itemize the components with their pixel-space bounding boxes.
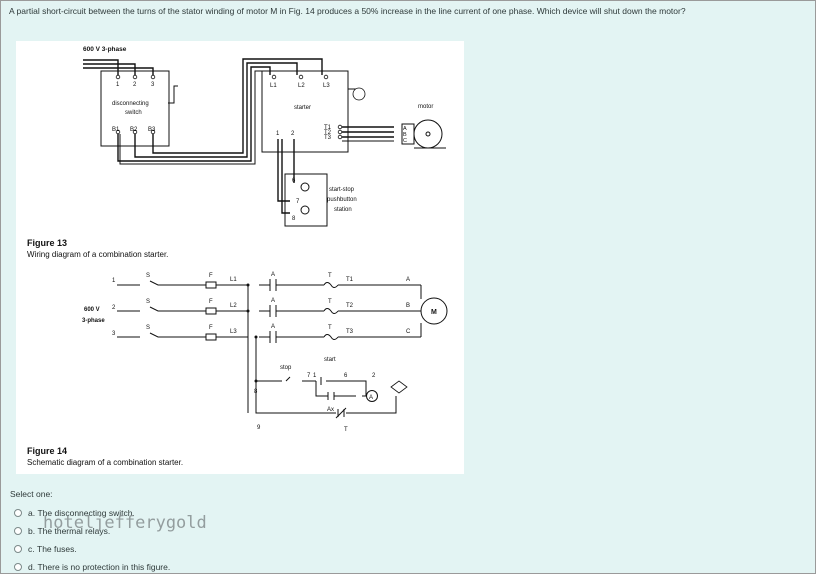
fig13-motor-lead-b: B bbox=[403, 132, 407, 138]
fig14-relay-symbol: A bbox=[369, 395, 373, 401]
fig13-station-6: 6 bbox=[292, 178, 296, 184]
fig14-supply-2: 3-phase bbox=[82, 318, 105, 324]
option-c-letter: c. bbox=[28, 544, 35, 554]
figure13-wiring bbox=[83, 58, 446, 227]
fig14-terminal-6: 6 bbox=[344, 373, 348, 379]
fig14-aux-contact: Ax bbox=[327, 407, 334, 413]
fig14-terminal-8: 8 bbox=[254, 389, 258, 395]
fig14-switch-1: S bbox=[146, 273, 150, 279]
option-c-text: The fuses. bbox=[37, 544, 77, 554]
fig14-overload-3: T bbox=[328, 325, 332, 331]
option-c[interactable]: c. The fuses. bbox=[10, 543, 410, 555]
fig14-line-2: 2 bbox=[112, 305, 116, 311]
watermark-text: hoteljefferygold bbox=[43, 513, 207, 533]
radio-b[interactable] bbox=[14, 527, 22, 535]
fig14-lead-b: B bbox=[406, 303, 410, 309]
radio-a[interactable] bbox=[14, 509, 22, 517]
fig14-terminal-9: 9 bbox=[257, 425, 261, 431]
fig13-station-8: 8 bbox=[292, 216, 296, 222]
fig13-input-l2: L2 bbox=[298, 83, 305, 89]
option-a[interactable]: a. The disconnecting switch. bbox=[10, 507, 410, 519]
fig14-l2: L2 bbox=[230, 303, 237, 309]
fig14-lead-a: A bbox=[406, 277, 410, 283]
option-a-letter: a. bbox=[28, 508, 36, 518]
option-b-letter: b. bbox=[28, 526, 36, 536]
fig14-line-1: 1 bbox=[112, 278, 116, 284]
question-text: A partial short-circuit between the turn… bbox=[9, 6, 686, 16]
fig14-terminal-1: 1 bbox=[313, 373, 317, 379]
fig13-station-label-3: station bbox=[334, 207, 352, 213]
figure13-title: Figure 13 bbox=[27, 238, 68, 248]
fig13-motor-label: motor bbox=[418, 104, 433, 110]
fig13-output-b1: B1 bbox=[112, 127, 120, 133]
fig13-output-t1: T1 bbox=[324, 125, 332, 131]
figure13-caption: Wiring diagram of a combination starter. bbox=[27, 250, 169, 259]
fig14-switch-3: S bbox=[146, 325, 150, 331]
fig14-terminal-2: 2 bbox=[372, 373, 376, 379]
option-b-text: The thermal relays. bbox=[37, 526, 111, 536]
option-d-letter: d. bbox=[28, 562, 36, 572]
fig13-output-b3: B3 bbox=[148, 127, 156, 133]
fig14-ol-contact: T bbox=[344, 427, 348, 433]
fig14-line-3: 3 bbox=[112, 331, 116, 337]
option-d-text: There is no protection in this figure. bbox=[37, 562, 171, 572]
fig13-output-t3: T3 bbox=[324, 135, 332, 141]
option-a-text: The disconnecting switch. bbox=[37, 508, 135, 518]
fig13-terminal-2: 2 bbox=[133, 82, 137, 88]
fig14-motor-symbol: M bbox=[431, 309, 437, 316]
fig13-motor-lead-a: A bbox=[403, 126, 407, 132]
fig14-fuse-3: F bbox=[209, 325, 213, 331]
fig14-contact-1: A bbox=[271, 272, 275, 278]
fig14-fuse-2: F bbox=[209, 299, 213, 305]
fig13-station-7: 7 bbox=[296, 199, 300, 205]
fig13-output-t2: T2 bbox=[324, 130, 332, 136]
fig13-output-b2: B2 bbox=[130, 127, 138, 133]
figure14-schematic bbox=[117, 279, 448, 419]
radio-c[interactable] bbox=[14, 545, 22, 553]
fig14-t2: T2 bbox=[346, 303, 354, 309]
fig13-station-label-2: pushbutton bbox=[327, 197, 357, 203]
option-b[interactable]: b. The thermal relays. bbox=[10, 525, 410, 537]
fig14-contact-3: A bbox=[271, 324, 275, 330]
figure14-caption: Schematic diagram of a combination start… bbox=[27, 458, 184, 467]
diagram-image: 600 V 3-phase 1 2 3 disconnecting switch… bbox=[16, 41, 464, 474]
fig13-station-label-1: start-stop bbox=[329, 187, 355, 193]
fig14-switch-2: S bbox=[146, 299, 150, 305]
figure14-title: Figure 14 bbox=[27, 446, 68, 456]
select-one-label: Select one: bbox=[10, 489, 53, 499]
fig13-motor-lead-c: C bbox=[403, 138, 407, 144]
fig14-stop-label: stop bbox=[280, 365, 292, 371]
fig14-l1: L1 bbox=[230, 277, 237, 283]
fig13-supply-label: 600 V 3-phase bbox=[83, 46, 127, 53]
fig13-input-l1: L1 bbox=[270, 83, 277, 89]
fig14-fuse-1: F bbox=[209, 273, 213, 279]
fig14-overload-1: T bbox=[328, 273, 332, 279]
answer-options: Select one: a. The disconnecting switch.… bbox=[10, 489, 410, 579]
diagram-svg: 600 V 3-phase 1 2 3 disconnecting switch… bbox=[82, 46, 448, 433]
fig14-contact-2: A bbox=[271, 298, 275, 304]
fig13-switch-label-1: disconnecting bbox=[112, 101, 149, 107]
fig13-terminal-3: 3 bbox=[151, 82, 155, 88]
fig13-switch-label-2: switch bbox=[125, 110, 142, 116]
fig13-terminal-1: 1 bbox=[116, 82, 120, 88]
fig14-start-label: start bbox=[324, 357, 336, 363]
radio-d[interactable] bbox=[14, 563, 22, 571]
fig13-starter-label: starter bbox=[294, 105, 311, 111]
fig14-terminal-7: 7 bbox=[307, 373, 311, 379]
fig13-input-l3: L3 bbox=[323, 83, 330, 89]
fig14-overload-2: T bbox=[328, 299, 332, 305]
fig14-lead-c: C bbox=[406, 329, 411, 335]
fig13-aux-1: 1 bbox=[276, 131, 280, 137]
fig13-aux-2: 2 bbox=[291, 131, 295, 137]
fig14-supply-1: 600 V bbox=[84, 307, 100, 313]
option-d[interactable]: d. There is no protection in this figure… bbox=[10, 561, 410, 573]
fig14-t3: T3 bbox=[346, 329, 354, 335]
fig14-l3: L3 bbox=[230, 329, 237, 335]
fig14-t1: T1 bbox=[346, 277, 354, 283]
